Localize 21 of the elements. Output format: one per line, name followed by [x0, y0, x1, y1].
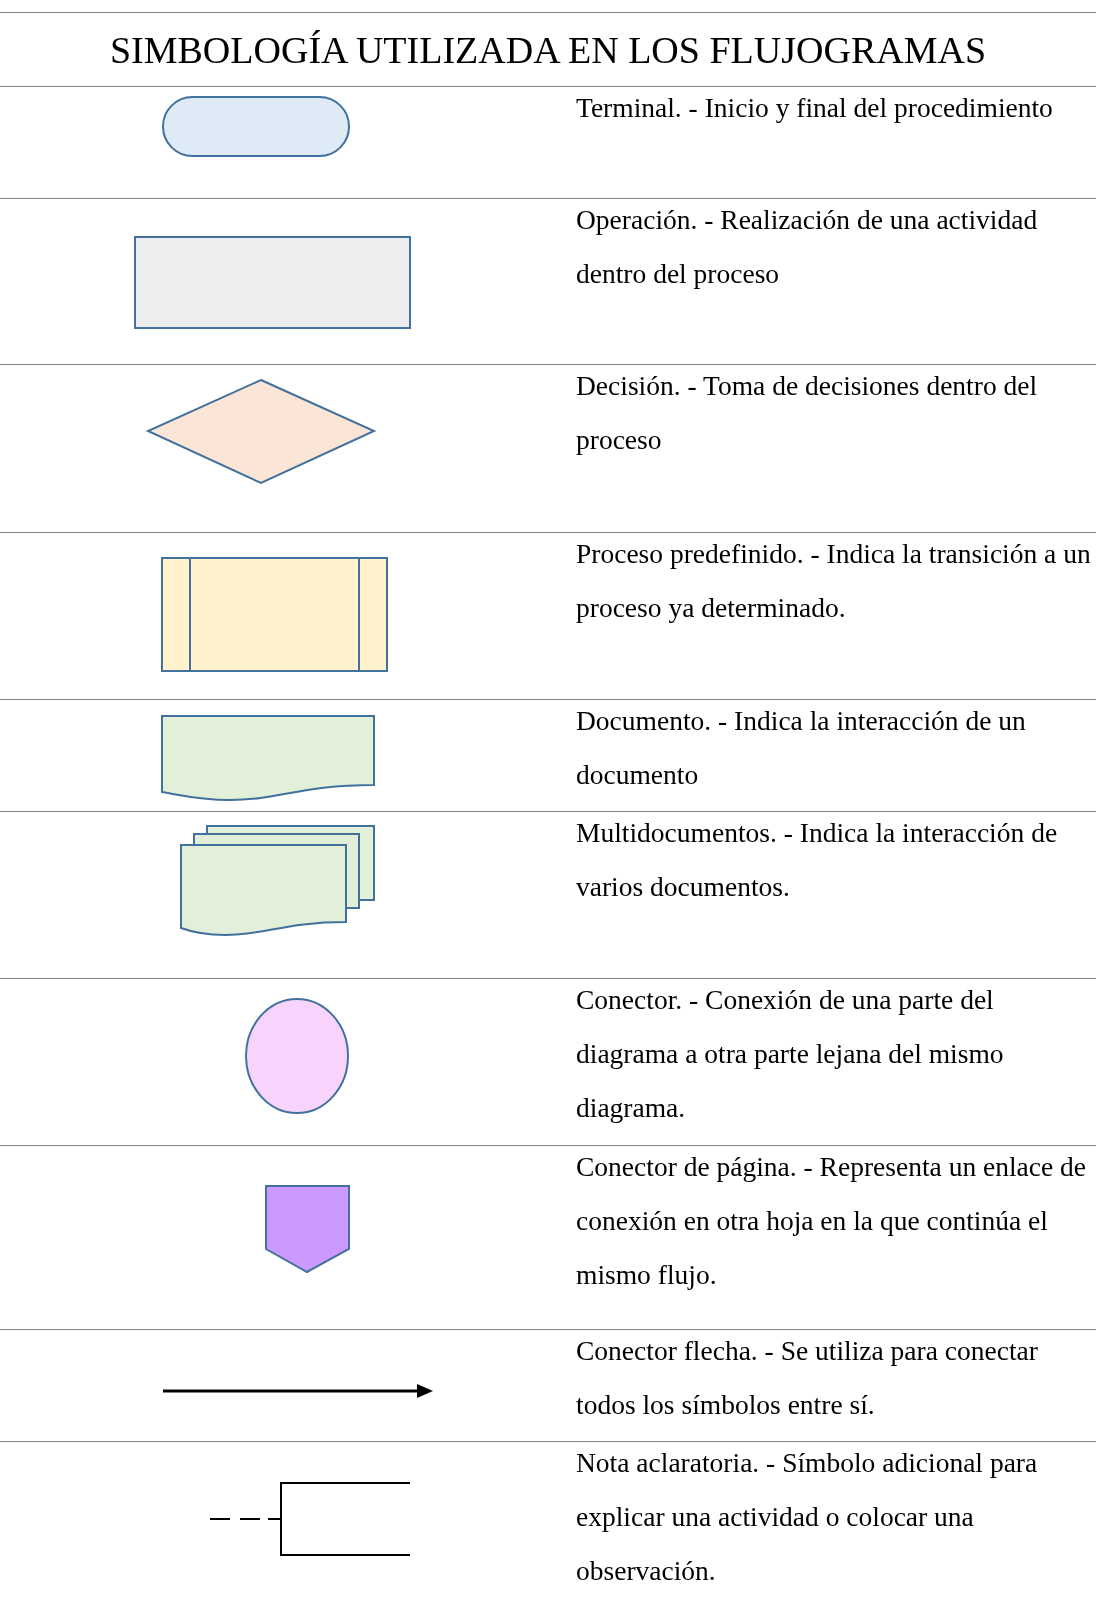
symbol-description: Operación. - Realización de una actividad dentro del proceso — [576, 203, 1039, 291]
document-symbol — [161, 715, 375, 801]
process-rectangle-symbol — [134, 236, 411, 329]
connector-circle-symbol — [245, 998, 349, 1114]
predefined-process-symbol — [161, 557, 388, 672]
annotation-bracket-symbol — [209, 1482, 411, 1556]
decision-diamond-symbol — [145, 378, 377, 485]
symbol-description: Conector de página. - Representa un enlace de conexión en otra hoja en la que continúa el mismo flujo. — [576, 1150, 1088, 1292]
title: SIMBOLOGÍA UTILIZADA EN LOS FLUJOGRAMAS — [109, 30, 987, 69]
symbol-description: Conector. - Conexión de una parte del diagrama a otra parte lejana del mismo diagrama. — [576, 983, 1005, 1125]
symbol-description: Multidocumentos. - Indica la interacción de varios documentos. — [576, 816, 1059, 904]
symbol-description: Documento. - Indica la interacción de un documento — [576, 704, 1027, 792]
off-page-connector-symbol — [265, 1185, 350, 1274]
symbol-description: Nota aclaratoria. - Símbolo adicional para explicar una actividad o colocar una observación. — [576, 1446, 1039, 1588]
symbol-description: Decisión. - Toma de decisiones dentro del proceso — [576, 369, 1039, 457]
multidocument-symbol — [180, 825, 375, 936]
arrow-symbol — [163, 1384, 433, 1398]
symbol-description: Proceso predefinido. - Indica la transición a un proceso ya determinado. — [576, 537, 1091, 625]
terminal-symbol — [162, 96, 350, 157]
symbol-description: Conector flecha. - Se utiliza para conectar todos los símbolos entre sí. — [576, 1334, 1039, 1422]
symbol-description: Terminal. - Inicio y final del procedimiento — [576, 91, 1054, 125]
